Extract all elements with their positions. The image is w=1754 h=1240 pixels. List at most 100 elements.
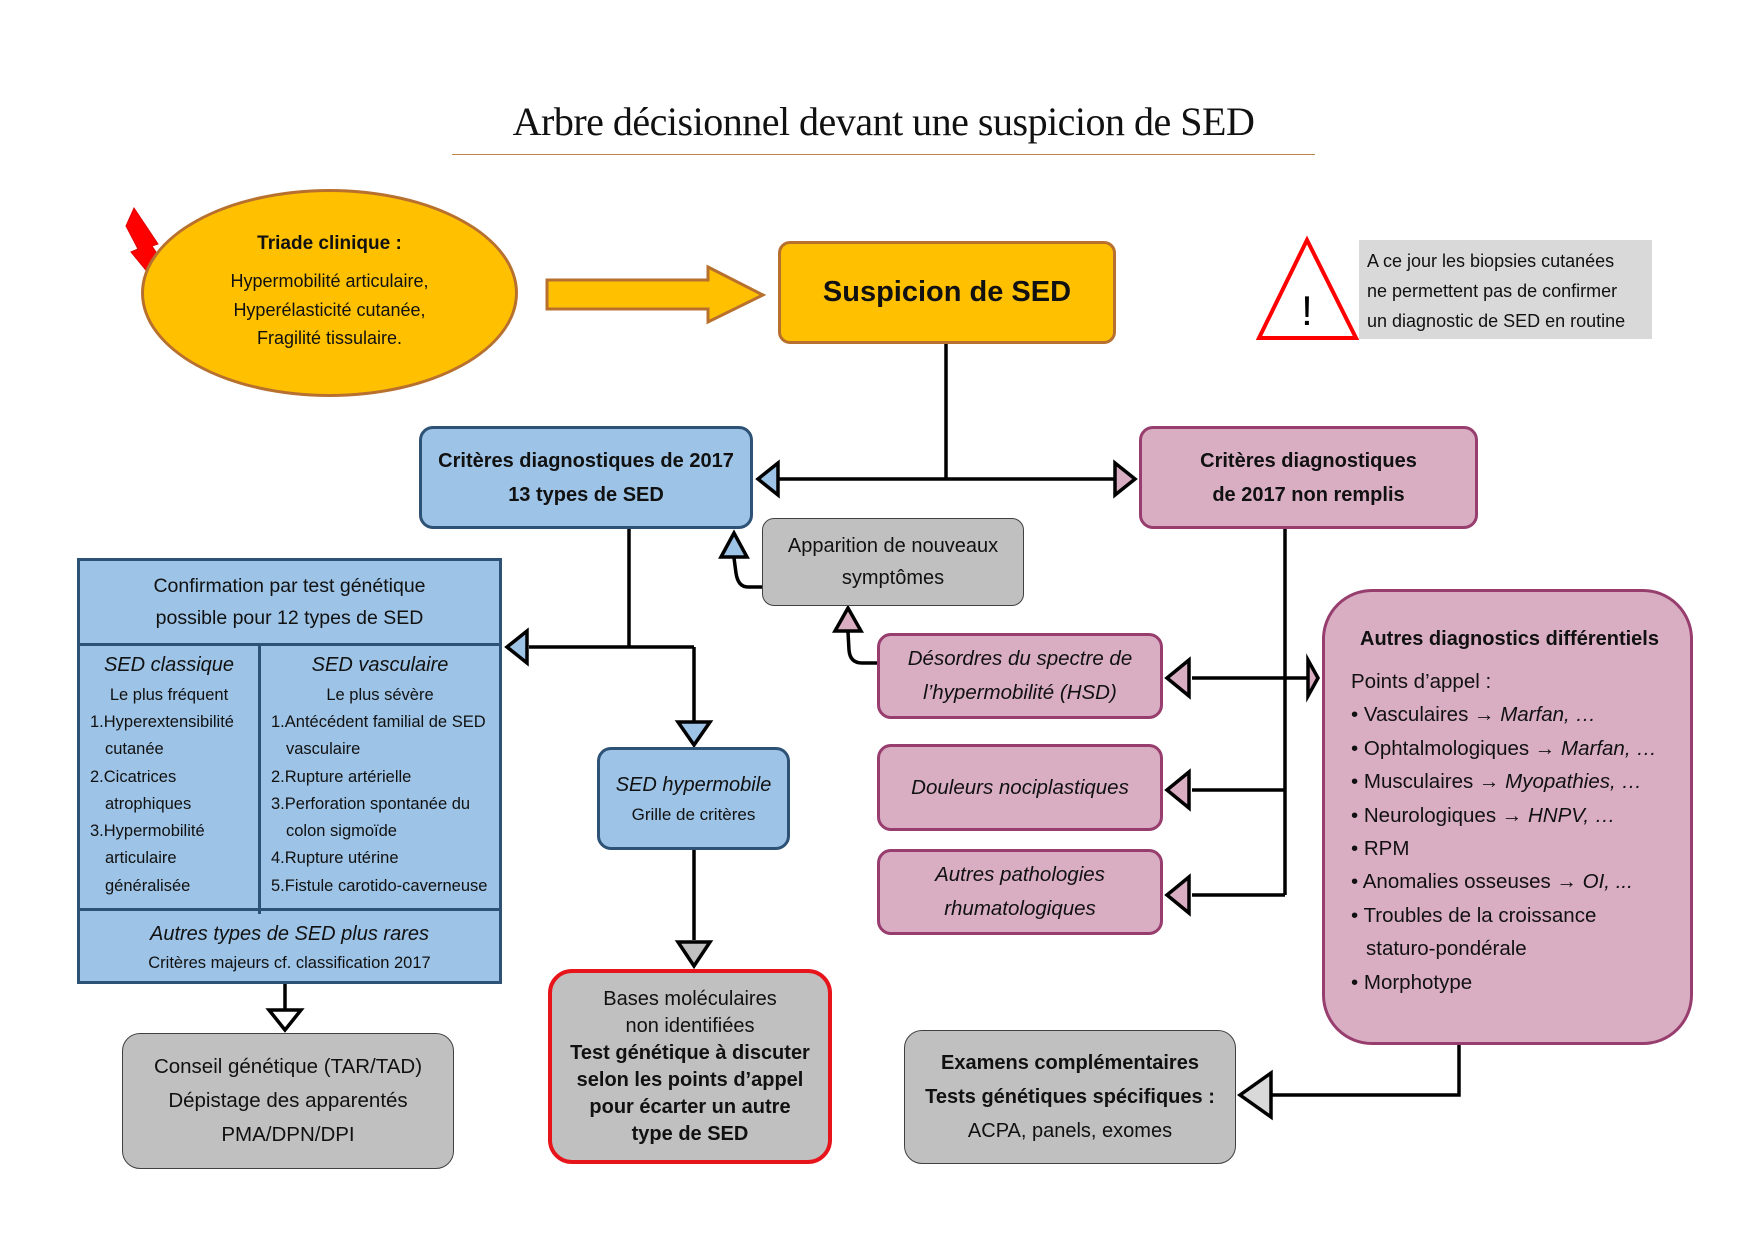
connector-new-symptoms xyxy=(732,557,762,589)
confirmation-header-line: possible pour 12 types de SED xyxy=(155,607,424,629)
criteria-met-line: 13 types de SED xyxy=(508,483,664,506)
sed-classique-title: SED classique xyxy=(103,654,235,676)
list-item: 2.Cicatrices atrophiques xyxy=(90,767,192,813)
criteria-not-met-line: Critères diagnostiques xyxy=(1200,449,1417,472)
differential-title: Autres diagnostics différentiels xyxy=(1360,628,1659,650)
differential-item-label: Anomalies osseuses → xyxy=(1362,870,1583,894)
criteria-not-met-node[interactable]: Critères diagnostiques de 2017 non rempl… xyxy=(1139,426,1478,529)
differential-item-label: RPM xyxy=(1363,837,1410,861)
triad-clinique-node[interactable]: Triade clinique : Hypermobilité articula… xyxy=(141,189,518,397)
list-item: 4.Rupture utérine xyxy=(271,849,399,868)
rheumato-line: Autres pathologies xyxy=(935,863,1105,887)
molecular-line: Bases moléculaires xyxy=(603,987,777,1010)
differential-item-label: Ophtalmologiques → xyxy=(1363,736,1562,760)
list-item: 3.Perforation spontanée du colon sigmoïd… xyxy=(271,794,471,841)
differential-item-example: Marfan, … xyxy=(1561,736,1657,760)
molecular-bold-line: selon les points d’appel xyxy=(576,1068,804,1091)
differential-item-example: Myopathies, … xyxy=(1505,770,1642,794)
arrowhead-to-molecular xyxy=(674,940,714,970)
counseling-line: PMA/DPN/DPI xyxy=(221,1122,355,1146)
bullet-icon: • xyxy=(1351,903,1364,927)
rheumato-line: rhumatologiques xyxy=(944,897,1096,920)
differential-diagnosis-node[interactable]: Autres diagnostics différentiels Points … xyxy=(1322,589,1693,1045)
arrowhead-to-pain xyxy=(1164,768,1191,812)
confirmation-header-line: Confirmation par test génétique xyxy=(153,574,426,597)
exams-line: ACPA, panels, exomes xyxy=(967,1120,1173,1142)
genetic-confirmation-table[interactable]: Confirmation par test génétique possible… xyxy=(77,558,502,984)
note-line: ne permettent pas de confirmer xyxy=(1367,281,1618,302)
arrowhead-to-hypermobile xyxy=(674,720,714,749)
new-symptoms-line: Apparition de nouveaux xyxy=(787,535,999,557)
other-types-subtitle: Critères majeurs cf. classification 2017 xyxy=(148,954,431,973)
hypermobile-subtitle: Grille de critères xyxy=(631,804,756,824)
arrowhead-to-exams xyxy=(1236,1069,1273,1121)
arrowhead-to-differential xyxy=(1306,653,1321,703)
counseling-line: Dépistage des apparentés xyxy=(168,1089,408,1113)
suspicion-label: Suspicion de SED xyxy=(822,276,1072,308)
differential-item-label: Neurologiques → xyxy=(1363,803,1528,827)
note-line: un diagnostic de SED en routine xyxy=(1367,311,1626,332)
bullet-icon: • xyxy=(1351,703,1364,727)
bullet-icon: • xyxy=(1351,803,1364,827)
arrowhead-to-new-symptoms xyxy=(832,604,864,633)
pain-label: Douleurs nociplastiques xyxy=(911,775,1129,799)
complementary-exams-node[interactable]: Examens complémentaires Tests génétiques… xyxy=(904,1030,1236,1164)
page-title: Arbre décisionnel devant une suspicion d… xyxy=(512,99,1255,144)
sed-hypermobile-node[interactable]: SED hypermobile Grille de critères xyxy=(597,747,790,850)
bullet-icon: • xyxy=(1351,970,1364,994)
differential-item: • Anomalies osseuses → OI, ... xyxy=(1351,865,1666,898)
confirmation-header: Confirmation par test génétique possible… xyxy=(80,561,499,646)
warning-triangle-icon xyxy=(1255,235,1360,340)
nociplastic-pain-node[interactable]: Douleurs nociplastiques xyxy=(877,744,1163,831)
hsd-line: l’hypermobilité (HSD) xyxy=(923,681,1117,704)
title-underline xyxy=(452,154,1315,155)
differential-item-label: Musculaires → xyxy=(1363,770,1506,794)
new-symptoms-node[interactable]: Apparition de nouveaux symptômes xyxy=(762,518,1024,606)
arrowhead-to-non-remplis xyxy=(1113,459,1138,499)
biopsy-warning-note: A ce jour les biopsies cutanées ne perme… xyxy=(1359,240,1652,339)
triad-line: Hyperélasticité cutanée, xyxy=(233,299,426,320)
differential-item: • Neurologiques → HNPV, … xyxy=(1351,799,1666,832)
genetic-counseling-node[interactable]: Conseil génétique (TAR/TAD) Dépistage de… xyxy=(122,1033,454,1169)
differential-list: • Vasculaires → Marfan, … • Ophtalmologiq… xyxy=(1351,698,1666,999)
triad-to-suspicion-arrow xyxy=(545,264,767,325)
note-line: A ce jour les biopsies cutanées xyxy=(1367,251,1615,271)
differential-intro: Points d’appel : xyxy=(1351,670,1492,693)
differential-item-label: Troubles de la croissance staturo-pondér… xyxy=(1363,903,1597,961)
differential-item-label: Vasculaires → xyxy=(1363,703,1501,727)
exams-bold-line: Tests génétiques spécifiques : xyxy=(925,1086,1215,1108)
bullet-icon: • xyxy=(1351,770,1364,794)
sed-vasculaire-title: SED vasculaire xyxy=(311,654,449,676)
sed-vasculaire-subtitle: Le plus sévère xyxy=(326,686,434,704)
warning-exclamation: ! xyxy=(1301,287,1313,334)
connector-hsd-up xyxy=(846,631,877,665)
list-item: 1.Antécédent familial de SED vasculaire xyxy=(271,713,486,759)
triad-heading: Triade clinique : xyxy=(257,232,402,254)
list-item: 5.Fistule carotido-caverneuse xyxy=(271,876,488,895)
sed-classique-subtitle: Le plus fréquent xyxy=(109,686,229,704)
triad-line: Hypermobilité articulaire, xyxy=(230,270,429,291)
molecular-basis-node[interactable]: Bases moléculaires non identifiées Test … xyxy=(548,969,832,1164)
sed-vasculaire-column: SED vasculaire Le plus sévère 1.Antécéde… xyxy=(261,643,499,914)
bullet-icon: • xyxy=(1351,870,1363,894)
differential-item-example: Marfan, … xyxy=(1500,703,1596,727)
rheumatology-node[interactable]: Autres pathologies rhumatologiques xyxy=(877,849,1163,935)
differential-item: • RPM xyxy=(1351,832,1666,865)
differential-item: • Morphotype xyxy=(1351,966,1666,999)
exams-bold-line: Examens complémentaires xyxy=(941,1052,1199,1074)
molecular-line: non identifiées xyxy=(625,1014,755,1037)
differential-item-example: HNPV, … xyxy=(1527,803,1616,827)
criteria-met-line: Critères diagnostiques de 2017 xyxy=(438,449,734,472)
triad-line: Fragilité tissulaire. xyxy=(256,328,403,349)
suspicion-node[interactable]: Suspicion de SED xyxy=(778,241,1116,344)
criteria-met-node[interactable]: Critères diagnostiques de 2017 13 types … xyxy=(419,426,753,529)
molecular-bold-line: Test génétique à discuter xyxy=(570,1041,810,1064)
arrowhead-to-criteria xyxy=(755,459,780,499)
arrowhead-to-rheumato xyxy=(1164,873,1191,917)
sed-classique-column: SED classique Le plus fréquent 1.Hyperex… xyxy=(80,643,261,914)
hsd-node[interactable]: Désordres du spectre de l’hypermobilité … xyxy=(877,633,1163,719)
counseling-line: Conseil génétique (TAR/TAD) xyxy=(153,1055,423,1079)
other-types-footer: Autres types de SED plus rares Critères … xyxy=(80,908,499,984)
list-item: 1.Hyperextensibilité cutanée xyxy=(90,713,234,759)
